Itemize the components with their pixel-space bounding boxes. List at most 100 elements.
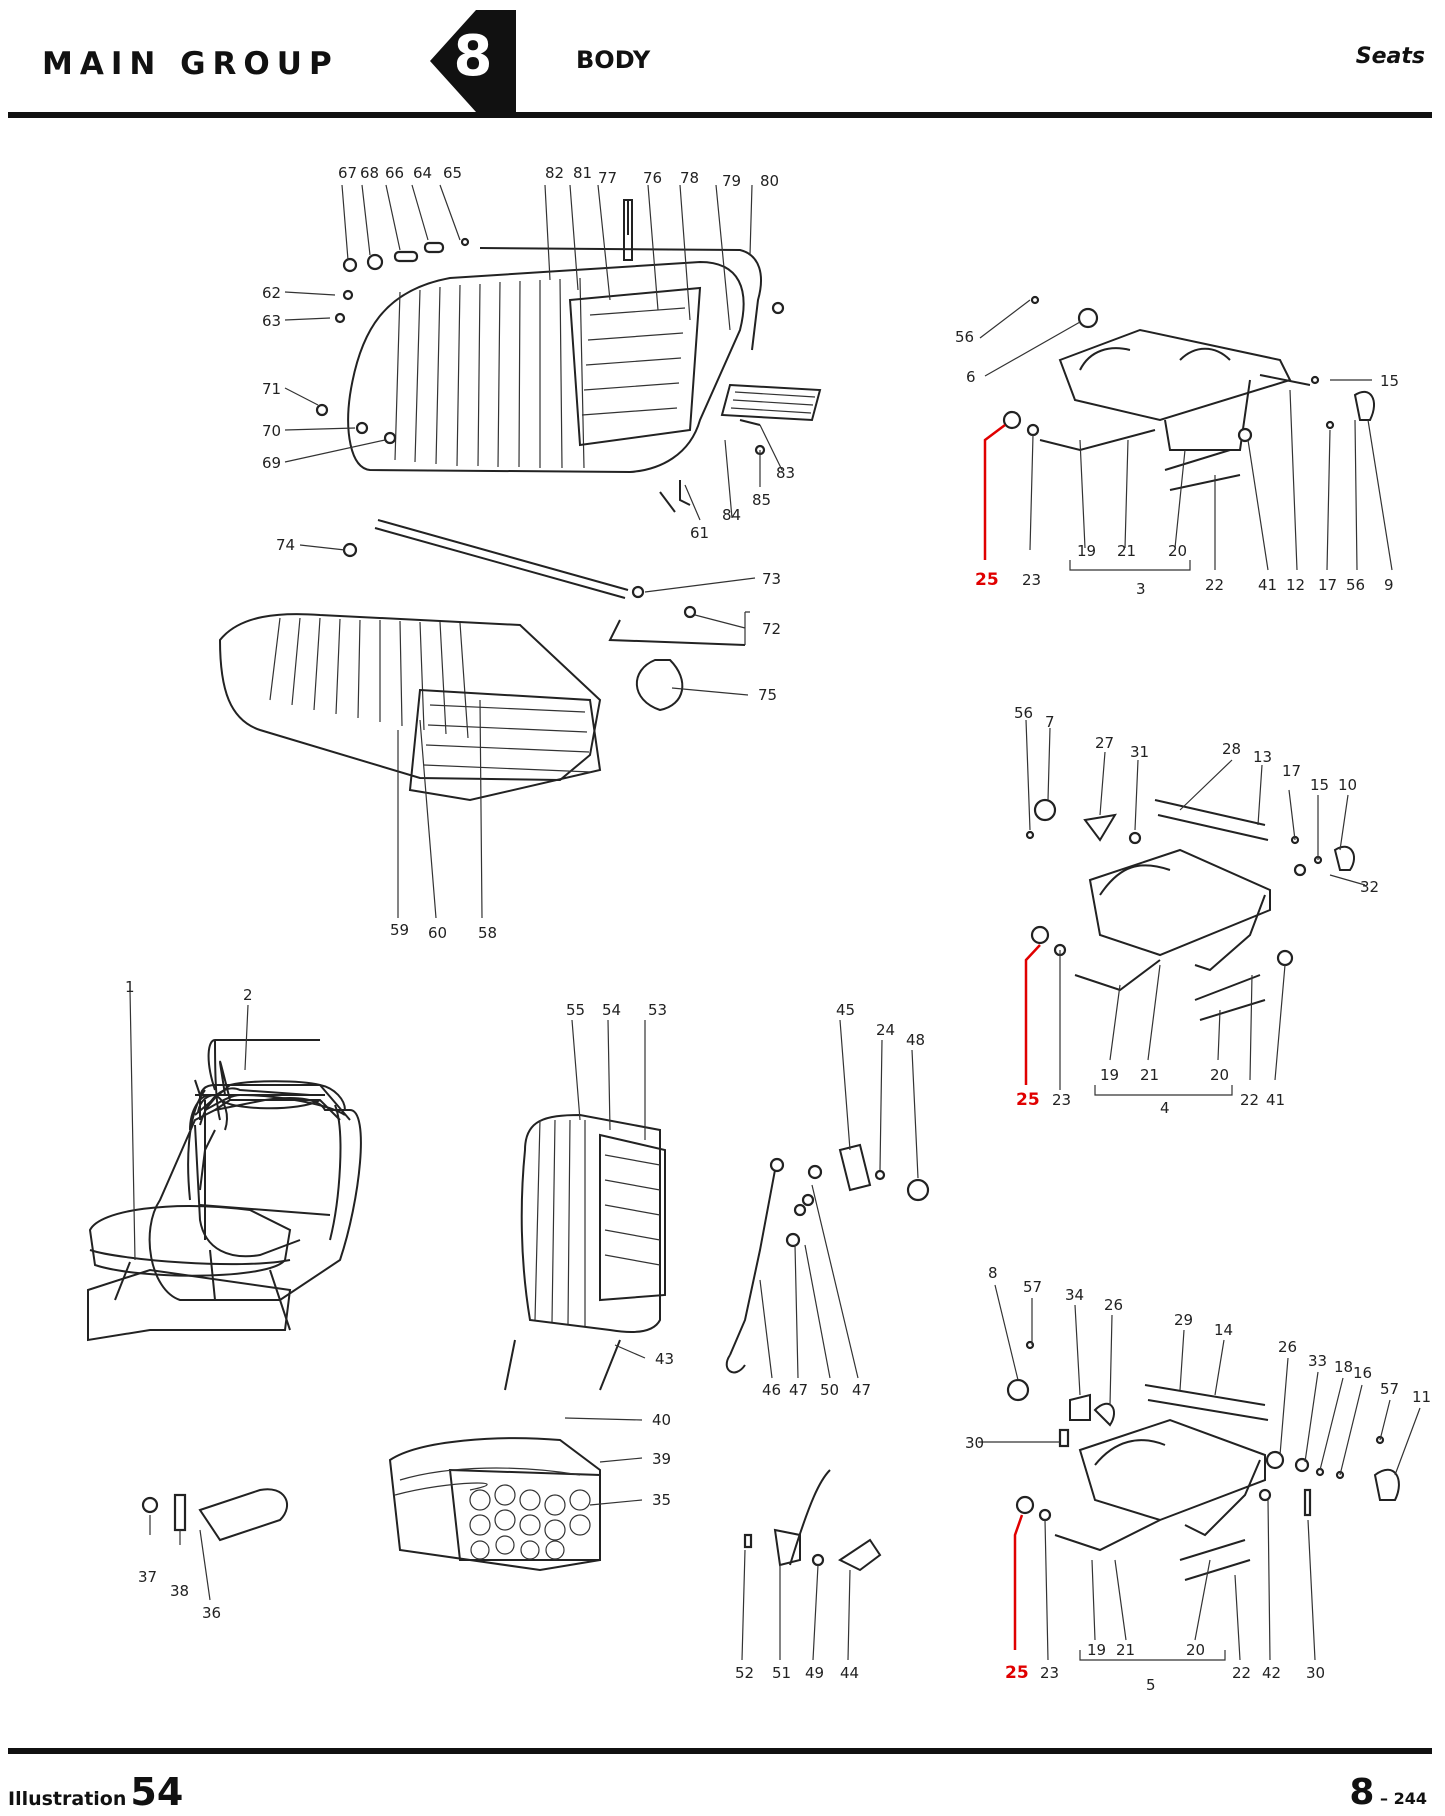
callout: 8 [988, 1264, 998, 1282]
callout: 63 [262, 312, 281, 330]
callout: 20 [1210, 1066, 1229, 1084]
callout: 85 [752, 491, 771, 509]
callout: 6 [966, 368, 976, 386]
page-sub: – 244 [1380, 1789, 1427, 1808]
callout: 33 [1308, 1352, 1327, 1370]
callout: 73 [762, 570, 781, 588]
callout: 26 [1104, 1296, 1123, 1314]
subsection-title: Seats [1355, 44, 1425, 69]
callout: 18 [1334, 1358, 1353, 1376]
callout: 29 [1174, 1311, 1193, 1329]
callout: 70 [262, 422, 281, 440]
callout: 35 [652, 1491, 671, 1509]
callout: 65 [443, 164, 462, 182]
group-number: 8 [453, 24, 493, 89]
callout: 45 [836, 1001, 855, 1019]
callout: 21 [1116, 1641, 1135, 1659]
callout-highlighted: 25 [975, 570, 999, 590]
callout: 52 [735, 1664, 754, 1682]
footer-rule [8, 1748, 1432, 1754]
callout: 32 [1360, 878, 1379, 896]
callout: 57 [1380, 1380, 1399, 1398]
group-badge-icon [430, 10, 516, 112]
callout: 15 [1310, 776, 1329, 794]
callouts-frame-5: 8 57 34 26 29 14 26 33 18 16 57 11 30 25… [965, 1264, 1431, 1694]
callout: 15 [1380, 372, 1399, 390]
callout: 20 [1186, 1641, 1205, 1659]
callout: 80 [760, 172, 779, 190]
callout: 42 [1262, 1664, 1281, 1682]
callout-highlighted: 25 [1016, 1090, 1040, 1110]
callout: 78 [680, 169, 699, 187]
callout: 20 [1168, 542, 1187, 560]
callout: 26 [1278, 1338, 1297, 1356]
callout: 19 [1087, 1641, 1106, 1659]
callout: 83 [776, 464, 795, 482]
callout: 22 [1232, 1664, 1251, 1682]
callout: 23 [1040, 1664, 1059, 1682]
callout: 43 [655, 1350, 674, 1368]
callout: 77 [598, 169, 617, 187]
callout: 84 [722, 506, 741, 524]
callout: 39 [652, 1450, 671, 1468]
callout: 21 [1140, 1066, 1159, 1084]
callout: 62 [262, 284, 281, 302]
callout: 51 [772, 1664, 791, 1682]
callout: 59 [390, 921, 409, 939]
frame-4-drawing [1025, 798, 1355, 1021]
callout: 31 [1130, 743, 1149, 761]
callout: 64 [413, 164, 432, 182]
callout: 82 [545, 164, 564, 182]
callout: 75 [758, 686, 777, 704]
callout: 23 [1022, 571, 1041, 589]
callout: 58 [478, 924, 497, 942]
callout: 41 [1266, 1091, 1285, 1109]
callouts-front-seat: 1 2 37 38 36 [125, 978, 253, 1622]
callouts-rear-backrest: 67 68 66 64 65 82 81 77 76 78 79 80 62 6… [262, 164, 795, 542]
callouts-front-parts: 55 54 53 43 40 39 35 [566, 1001, 674, 1509]
callouts-rear-cushion: 74 73 72 75 59 60 58 [276, 536, 781, 942]
callout: 14 [1214, 1321, 1233, 1339]
header-rule [8, 112, 1432, 118]
callout: 61 [690, 524, 709, 542]
callout: 68 [360, 164, 379, 182]
callout: 60 [428, 924, 447, 942]
main-group-title: MAIN GROUP [42, 46, 339, 82]
callout: 7 [1045, 713, 1055, 731]
callout: 76 [643, 169, 662, 187]
callout: 36 [202, 1604, 221, 1622]
callout: 21 [1117, 542, 1136, 560]
callout: 17 [1318, 576, 1337, 594]
callouts-frame-3: 56 6 15 25 23 19 21 3 20 22 41 12 17 56 … [955, 328, 1399, 598]
callout: 46 [762, 1381, 781, 1399]
callout: 81 [573, 164, 592, 182]
callout-highlighted: 25 [1005, 1663, 1029, 1683]
page-main: 8 [1349, 1772, 1375, 1813]
callout: 23 [1052, 1091, 1071, 1109]
callout: 4 [1160, 1099, 1170, 1117]
callout: 38 [170, 1582, 189, 1600]
callout: 55 [566, 1001, 585, 1019]
callout: 50 [820, 1381, 839, 1399]
page-header: MAIN GROUP 8 BODY Seats [0, 0, 1445, 130]
frame-5-drawing [1006, 1340, 1400, 1581]
leader-lines [129, 184, 1421, 1661]
front-parts-drawing [388, 1113, 666, 1572]
callout: 2 [243, 986, 253, 1004]
callout: 40 [652, 1411, 671, 1429]
callout: 1 [125, 978, 135, 996]
callout: 67 [338, 164, 357, 182]
callout: 22 [1205, 576, 1224, 594]
callout: 56 [1014, 704, 1033, 722]
callout: 24 [876, 1021, 895, 1039]
front-seat-drawing [87, 1039, 362, 1542]
callout: 74 [276, 536, 295, 554]
callout: 12 [1286, 576, 1305, 594]
callout: 56 [1346, 576, 1365, 594]
callout: 48 [906, 1031, 925, 1049]
callouts-frame-4: 56 7 27 31 28 13 17 15 10 32 25 23 19 21… [1014, 704, 1379, 1117]
callout: 56 [955, 328, 974, 346]
callout: 47 [852, 1381, 871, 1399]
callout: 53 [648, 1001, 667, 1019]
frame-3-drawing [1002, 295, 1375, 491]
